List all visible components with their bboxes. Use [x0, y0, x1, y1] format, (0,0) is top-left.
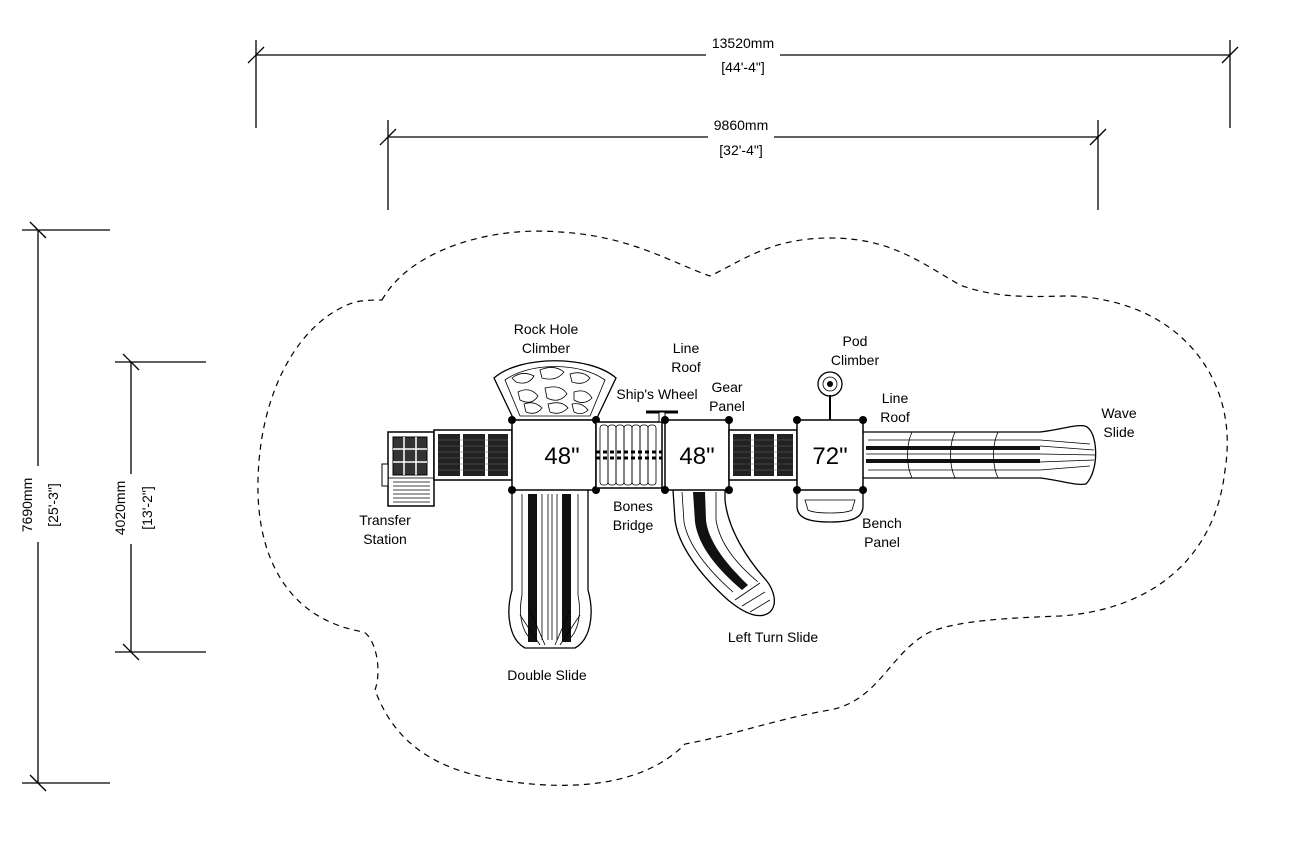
transfer-station: [381, 431, 435, 507]
label-line-roof-2a: Line: [882, 390, 909, 406]
label-gear-panel-1: Gear: [711, 379, 742, 395]
bones-bridge: [595, 421, 663, 489]
deck-2-height: 48": [679, 443, 714, 470]
label-transfer-station-2: Station: [363, 531, 407, 547]
dimension-structure-depth: 4020mm [13'-2"]: [112, 353, 206, 661]
bench-panel: [796, 492, 864, 523]
overall-depth-mm: 7690mm: [19, 478, 35, 532]
deck-1: 48": [508, 416, 600, 494]
label-line-roof-1a: Line: [673, 340, 700, 356]
rock-hole-climber: [493, 360, 617, 421]
overall-width-ft: [44'-4"]: [721, 59, 764, 75]
label-transfer-station-1: Transfer: [359, 512, 411, 528]
component-labels: Rock Hole Climber Line Roof Ship's Wheel…: [359, 321, 1137, 683]
label-double-slide: Double Slide: [507, 667, 587, 683]
label-rock-hole-climber-2: Climber: [522, 340, 571, 356]
label-gear-panel-2: Panel: [709, 398, 745, 414]
label-pod-climber-1: Pod: [843, 333, 868, 349]
barrier-panels-left: [433, 429, 513, 481]
structure-width-mm: 9860mm: [714, 117, 768, 133]
structure-width-ft: [32'-4"]: [719, 142, 762, 158]
label-ships-wheel: Ship's Wheel: [616, 386, 697, 402]
deck-3: 72": [793, 416, 867, 494]
deck-1-height: 48": [544, 443, 579, 470]
dimension-structure-width: 9860mm [32'-4"]: [379, 116, 1107, 210]
dimension-overall-depth: 7690mm [25'-3"]: [19, 221, 110, 792]
dimension-overall-width: 13520mm [44'-4"]: [247, 34, 1239, 128]
label-bench-panel-2: Panel: [864, 534, 900, 550]
label-bones-bridge-2: Bridge: [613, 517, 654, 533]
label-wave-slide-1: Wave: [1101, 405, 1136, 421]
structure-depth-ft: [13'-2"]: [139, 486, 155, 529]
label-rock-hole-climber-1: Rock Hole: [514, 321, 579, 337]
deck-2: 48": [661, 416, 733, 494]
wave-slide: [863, 424, 1097, 486]
deck-3-height: 72": [812, 443, 847, 470]
label-line-roof-1b: Roof: [671, 359, 701, 375]
gear-panel: [728, 429, 798, 481]
pod-climber: [817, 371, 843, 420]
label-bench-panel-1: Bench: [862, 515, 902, 531]
label-wave-slide-2: Slide: [1103, 424, 1134, 440]
overall-width-mm: 13520mm: [712, 35, 774, 51]
overall-depth-ft: [25'-3"]: [45, 483, 61, 526]
label-pod-climber-2: Climber: [831, 352, 880, 368]
label-bones-bridge-1: Bones: [613, 498, 653, 514]
use-zone-boundary: [257, 230, 1228, 786]
label-left-turn-slide: Left Turn Slide: [728, 629, 818, 645]
left-turn-slide: [672, 489, 776, 617]
double-slide: [508, 490, 592, 649]
structure-depth-mm: 4020mm: [112, 481, 128, 535]
label-line-roof-2b: Roof: [880, 409, 910, 425]
